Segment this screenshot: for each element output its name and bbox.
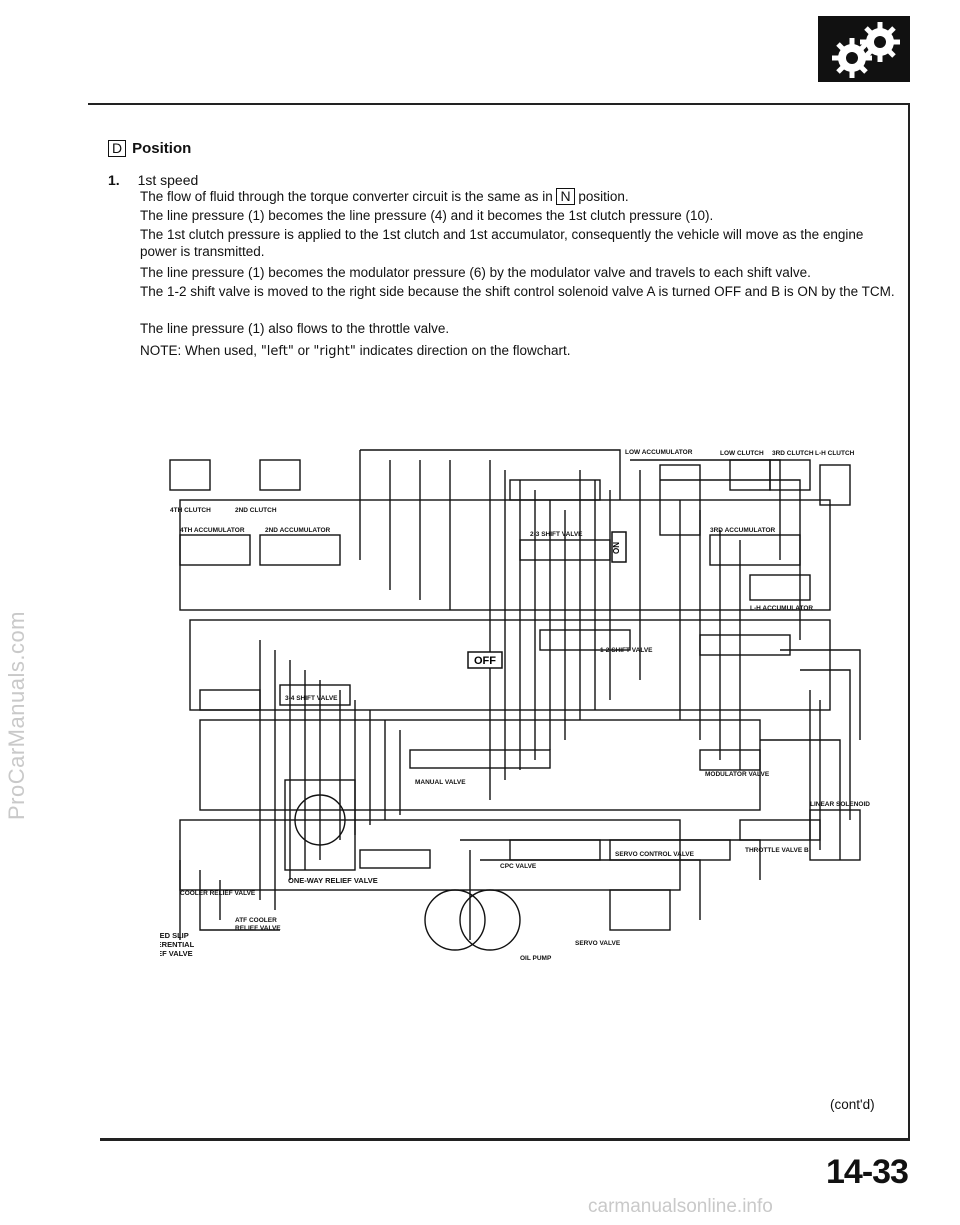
note-right: "right" xyxy=(313,344,356,359)
clutch-low-label: LOW CLUTCH xyxy=(720,450,764,457)
section-heading: D Position xyxy=(108,140,191,157)
acc-3rd-label: 3RD ACCUMULATOR xyxy=(710,527,776,534)
note-prefix: NOTE: When used, xyxy=(140,343,258,358)
note-suffix: indicates direction on the flowchart. xyxy=(359,343,571,358)
servo-control-label: SERVO CONTROL VALVE xyxy=(615,851,695,858)
step-label: 1st speed xyxy=(137,172,199,188)
acc-4th-label: 4TH ACCUMULATOR xyxy=(180,527,245,534)
note: NOTE: When used, "left" or "right" indic… xyxy=(140,343,571,359)
paragraph-1: The flow of fluid through the torque con… xyxy=(140,188,895,205)
note-or: or xyxy=(297,343,310,358)
throttle-label: THROTTLE VALVE B xyxy=(745,847,809,854)
servo-label: SERVO VALVE xyxy=(575,940,621,947)
clutch-3rd-label: 3RD CLUTCH xyxy=(772,450,814,457)
right-rule xyxy=(908,103,910,1139)
p1-tail: position. xyxy=(578,189,629,204)
p1-text: The flow of fluid through the torque con… xyxy=(140,189,553,204)
clutch-2nd-label: 2ND CLUTCH xyxy=(235,507,277,514)
lsd-line-1: LIMITED SLIP xyxy=(160,931,189,940)
linear-label: LINEAR SOLENOID xyxy=(810,801,870,808)
watermark-left: ProCarManuals.com xyxy=(4,610,29,820)
paragraph-5: The 1-2 shift valve is moved to the righ… xyxy=(140,284,895,299)
one-way-relief-label: ONE-WAY RELIEF VALVE xyxy=(288,876,378,885)
relief-label: RELIEF VALVE xyxy=(235,925,281,932)
bottom-rule xyxy=(100,1138,910,1141)
note-left: "left" xyxy=(260,344,294,359)
page-number: 14-33 xyxy=(826,1153,909,1191)
off-label: OFF xyxy=(474,655,496,667)
clutch-lh-label: L-H CLUTCH xyxy=(815,450,855,457)
n-position-box: N xyxy=(556,188,575,205)
lsd-line-3: RELIEF VALVE xyxy=(160,949,193,958)
paragraph-2: The line pressure (1) becomes the line p… xyxy=(140,208,714,223)
cpc-label: CPC VALVE xyxy=(500,863,537,870)
paragraph-4: The line pressure (1) becomes the modula… xyxy=(140,265,811,280)
paragraph-3: The 1st clutch pressure is applied to th… xyxy=(140,227,864,259)
cooler-relief-label: COOLER RELIEF VALVE xyxy=(180,890,256,897)
shift-12-label: 1-2 SHIFT VALVE xyxy=(600,647,653,654)
hydraulic-circuit-diagram: OFF ON 4TH CLUTCH 2ND CLUTCH LOW CLUTCH … xyxy=(160,449,870,962)
on-label: ON xyxy=(612,542,621,554)
low-acc-label: LOW ACCUMULATOR xyxy=(625,449,693,456)
shift-34-label: 3-4 SHIFT VALVE xyxy=(285,695,338,702)
position-box: D xyxy=(108,140,127,157)
top-rule xyxy=(88,103,910,105)
acc-lh-label: L-H ACCUMULATOR xyxy=(750,605,813,612)
continued-label: (cont'd) xyxy=(830,1097,875,1112)
paragraph-6: The line pressure (1) also flows to the … xyxy=(140,321,450,336)
acc-2nd-label: 2ND ACCUMULATOR xyxy=(265,527,331,534)
modulator-label: MODULATOR VALVE xyxy=(705,771,770,778)
lsd-line-2: DIFFERENTIAL xyxy=(160,940,195,949)
step-number: 1. xyxy=(108,172,120,188)
atf-cooler-label: ATF COOLER xyxy=(235,917,277,924)
manual-label: MANUAL VALVE xyxy=(415,779,466,786)
watermark-bottom: carmanualsonline.info xyxy=(588,1196,773,1217)
step-title: 1. 1st speed xyxy=(108,172,198,188)
heading-title: Position xyxy=(132,140,192,157)
shift-23-label: 2-3 SHIFT VALVE xyxy=(530,531,583,538)
oil-pump-label: OIL PUMP xyxy=(520,955,552,962)
gears-icon xyxy=(818,16,910,82)
clutch-4th-label: 4TH CLUTCH xyxy=(170,507,211,514)
